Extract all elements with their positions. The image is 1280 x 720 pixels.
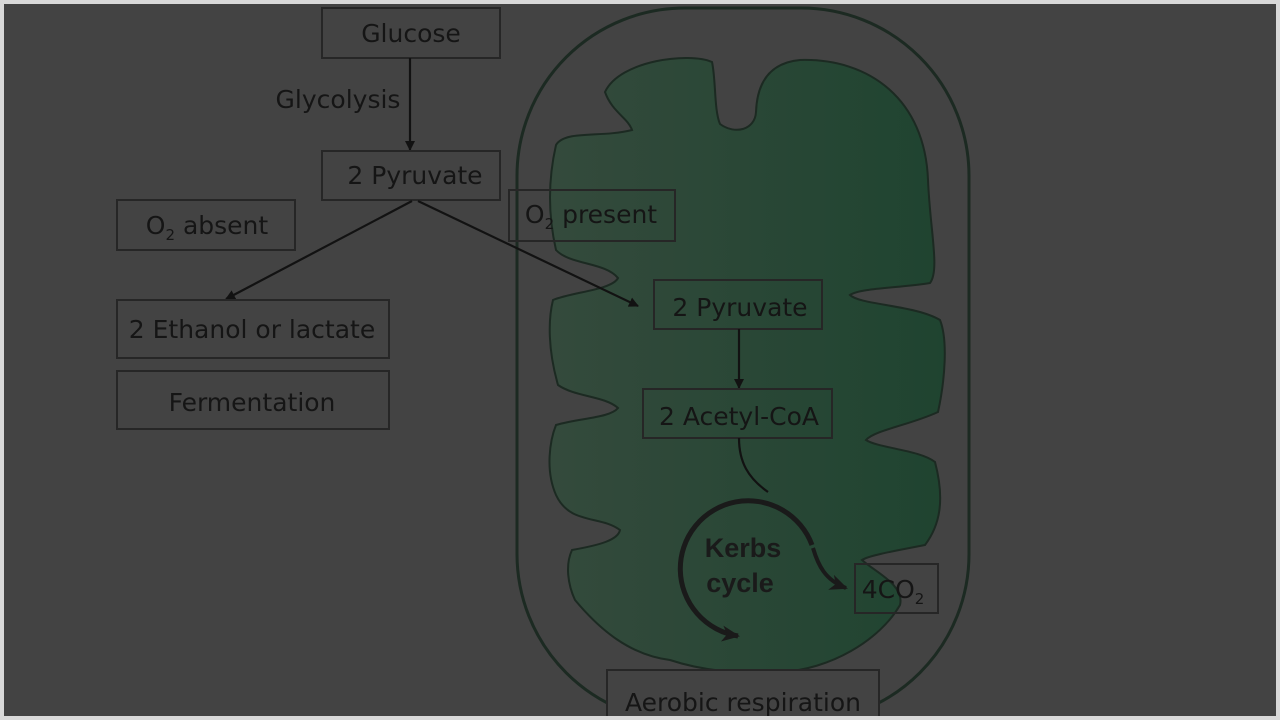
acetyl-coa-label: 2 Acetyl-CoA bbox=[659, 402, 819, 431]
glycolysis-label: Glycolysis bbox=[276, 85, 401, 114]
aerobic-respiration-label: Aerobic respiration bbox=[625, 688, 861, 716]
acetyl-to-cycle-line bbox=[737, 437, 769, 493]
co2-box bbox=[854, 563, 939, 614]
ethanol-lactate-box bbox=[116, 299, 390, 359]
o2-absent-box bbox=[116, 199, 296, 251]
pyruvate-top-label: 2 Pyruvate bbox=[347, 161, 482, 190]
kerbs-cycle-label-line1: Kerbs bbox=[705, 533, 782, 563]
respiration-diagram: Glucose Glycolysis 2 Pyruvate O2 absent … bbox=[116, 6, 971, 716]
fermentation-label: Fermentation bbox=[169, 388, 336, 417]
ethanol-lactate-label: 2 Ethanol or lactate bbox=[129, 315, 375, 344]
kerbs-cycle-label-line2: cycle bbox=[706, 568, 774, 598]
aerobic-respiration-box bbox=[606, 669, 880, 716]
co2-release-arrow bbox=[811, 547, 848, 590]
pyruvate-top-box bbox=[321, 150, 501, 201]
o2-absent-label: O2 absent bbox=[146, 211, 269, 244]
fermentation-box bbox=[116, 370, 390, 430]
mitochondrion-outer-membrane bbox=[515, 6, 971, 716]
fermentation-branch-arrow bbox=[225, 200, 413, 300]
o2-present-box bbox=[508, 189, 676, 242]
kerbs-cycle-loop bbox=[677, 498, 815, 642]
acetyl-coa-box bbox=[642, 388, 833, 439]
glucose-label: Glucose bbox=[361, 19, 461, 48]
o2-present-label: O2 present bbox=[525, 200, 657, 233]
pyruvate-mito-label: 2 Pyruvate bbox=[672, 293, 807, 322]
aerobic-branch-arrow bbox=[417, 200, 639, 307]
co2-label: 4CO2 bbox=[862, 575, 925, 608]
diagram-canvas: Glucose Glycolysis 2 Pyruvate O2 absent … bbox=[4, 4, 1276, 716]
mitochondrion-matrix bbox=[548, 56, 946, 674]
